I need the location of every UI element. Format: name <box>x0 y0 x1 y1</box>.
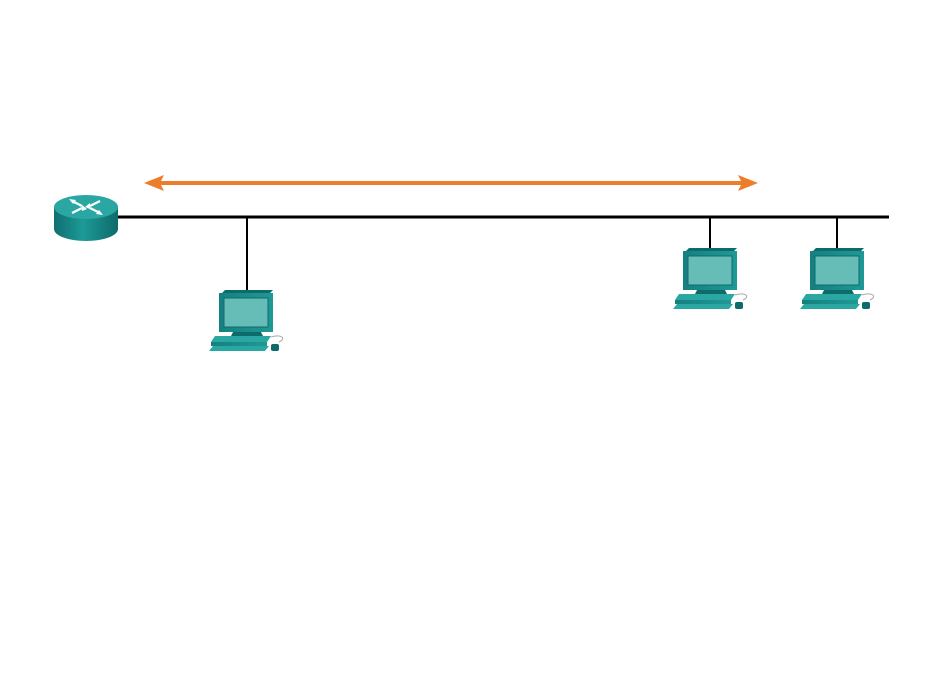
bidirectional-arrow <box>144 175 758 191</box>
router-icon <box>54 195 118 241</box>
arrow-head-left <box>144 175 164 191</box>
pc-icon <box>209 290 284 351</box>
arrow-head-right <box>738 175 758 191</box>
pc-icon <box>800 248 875 309</box>
pc-icon <box>673 248 748 309</box>
